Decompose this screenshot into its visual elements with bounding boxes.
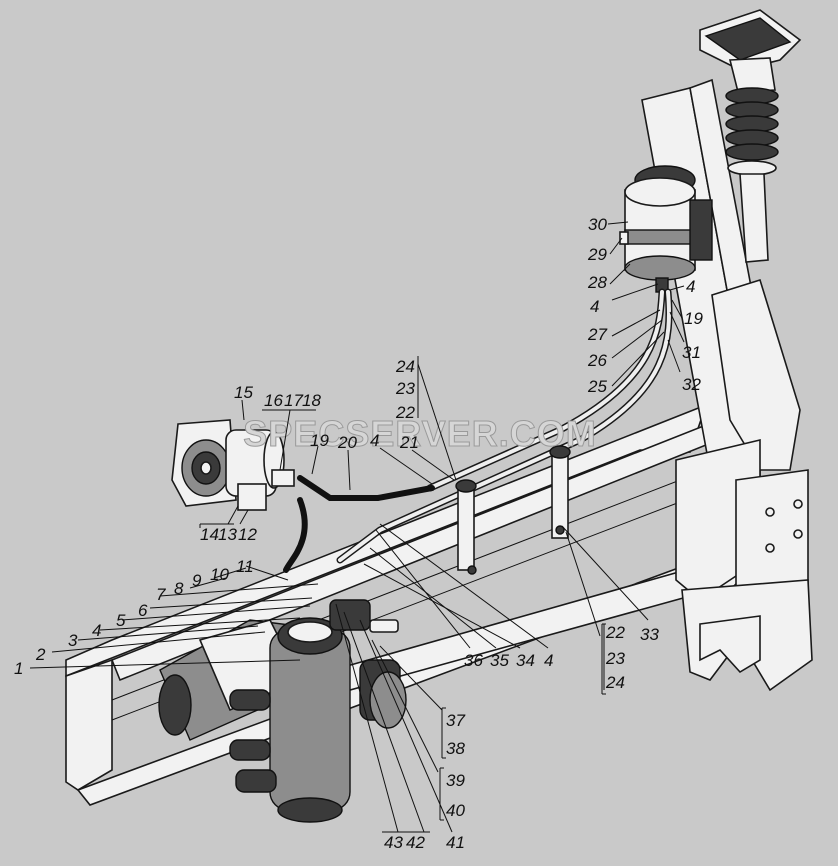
callout-41: 41 bbox=[446, 833, 465, 852]
callout-23-top: 23 bbox=[395, 379, 415, 398]
callout-12: 12 bbox=[238, 525, 257, 544]
callout-2: 2 bbox=[35, 645, 46, 664]
callout-20: 20 bbox=[337, 433, 357, 452]
callout-26: 26 bbox=[587, 351, 607, 370]
spring-coils bbox=[725, 87, 779, 176]
callout-28: 28 bbox=[587, 273, 607, 292]
group-brackets bbox=[199, 524, 606, 821]
callout-3: 3 bbox=[68, 631, 78, 650]
callout-22-top: 22 bbox=[395, 403, 415, 422]
callout-10: 10 bbox=[210, 565, 229, 584]
callout-4-lower: 4 bbox=[544, 651, 553, 670]
callout-31: 31 bbox=[682, 343, 701, 362]
callout-39: 39 bbox=[446, 771, 465, 790]
callout-35: 35 bbox=[490, 651, 509, 670]
callout-6: 6 bbox=[138, 601, 148, 620]
callout-18: 18 bbox=[302, 391, 321, 410]
callout-40: 40 bbox=[446, 801, 465, 820]
callout-5: 5 bbox=[116, 611, 126, 630]
callout-9: 9 bbox=[192, 571, 202, 590]
callout-24-top: 24 bbox=[395, 357, 415, 376]
callout-33: 33 bbox=[640, 625, 659, 644]
callout-13: 13 bbox=[218, 525, 237, 544]
callout-22-lower: 22 bbox=[605, 623, 625, 642]
callout-29: 29 bbox=[587, 245, 607, 264]
hydraulic-pipes bbox=[283, 288, 673, 573]
callout-7: 7 bbox=[156, 585, 166, 604]
callout-34: 34 bbox=[516, 651, 535, 670]
callout-42: 42 bbox=[406, 833, 425, 852]
callout-4-upper: 4 bbox=[370, 431, 379, 450]
callout-37: 37 bbox=[446, 711, 465, 730]
callout-8: 8 bbox=[174, 579, 184, 598]
callout-36: 36 bbox=[464, 651, 483, 670]
callout-11: 11 bbox=[236, 557, 254, 576]
callout-labels: 1 2 3 4 5 6 7 8 9 10 11 12 13 14 15 16 1… bbox=[14, 215, 703, 852]
steering-pump bbox=[171, 419, 295, 511]
oil-reservoir bbox=[619, 165, 713, 293]
callout-4-res: 4 bbox=[590, 297, 599, 316]
callout-24-lower: 24 bbox=[605, 673, 625, 692]
callout-23-lower: 23 bbox=[605, 649, 625, 668]
callout-16: 16 bbox=[264, 391, 283, 410]
callout-19: 19 bbox=[310, 431, 329, 450]
callout-21: 21 bbox=[399, 433, 419, 452]
callout-17: 17 bbox=[284, 391, 303, 410]
callout-38: 38 bbox=[446, 739, 465, 758]
callout-32: 32 bbox=[682, 375, 701, 394]
steering-shaft-spring bbox=[699, 9, 802, 263]
callout-14: 14 bbox=[200, 525, 219, 544]
steering-gear bbox=[158, 599, 407, 823]
callout-4-res-right: 4 bbox=[686, 277, 695, 296]
watermark: SPECSERVER.COM bbox=[243, 413, 596, 454]
callout-25: 25 bbox=[587, 377, 607, 396]
callout-19-res: 19 bbox=[684, 309, 703, 328]
pipe-clamp-left bbox=[455, 479, 477, 575]
callout-4: 4 bbox=[92, 621, 101, 640]
leader-lines bbox=[29, 221, 685, 833]
callout-1: 1 bbox=[14, 659, 23, 678]
pipe-clamp-right bbox=[549, 445, 571, 539]
callout-30: 30 bbox=[588, 215, 607, 234]
callout-43: 43 bbox=[384, 833, 403, 852]
callout-15: 15 bbox=[234, 383, 253, 402]
callout-27: 27 bbox=[587, 325, 607, 344]
